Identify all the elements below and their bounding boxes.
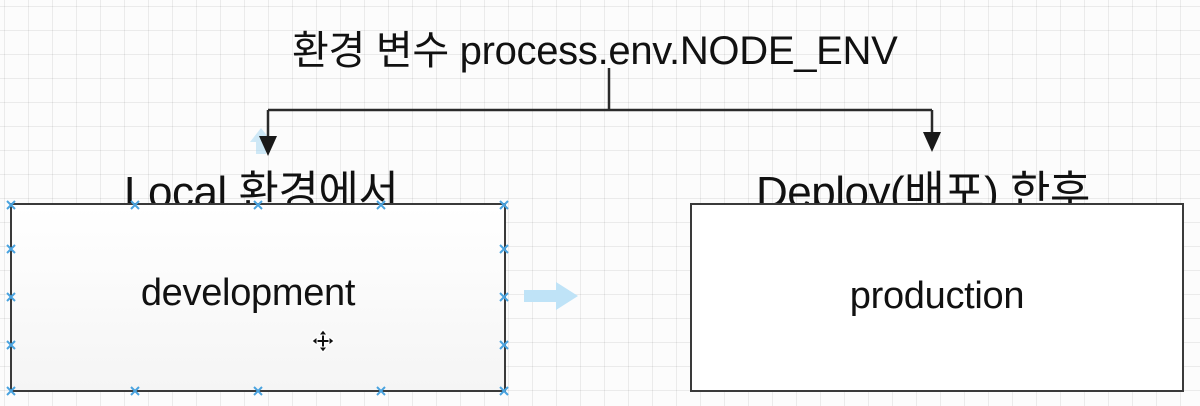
arrowhead-right — [923, 132, 941, 152]
production-box[interactable]: production — [690, 203, 1184, 392]
arrow-up-icon[interactable] — [250, 128, 272, 154]
development-label: development — [140, 272, 356, 314]
arrowhead-left — [259, 136, 277, 156]
production-label: production — [849, 275, 1025, 317]
diagram-title[interactable]: 환경 변수 process.env.NODE_ENV — [292, 29, 898, 73]
arrow-right-icon[interactable] — [524, 282, 578, 310]
development-box[interactable]: development — [10, 203, 506, 392]
